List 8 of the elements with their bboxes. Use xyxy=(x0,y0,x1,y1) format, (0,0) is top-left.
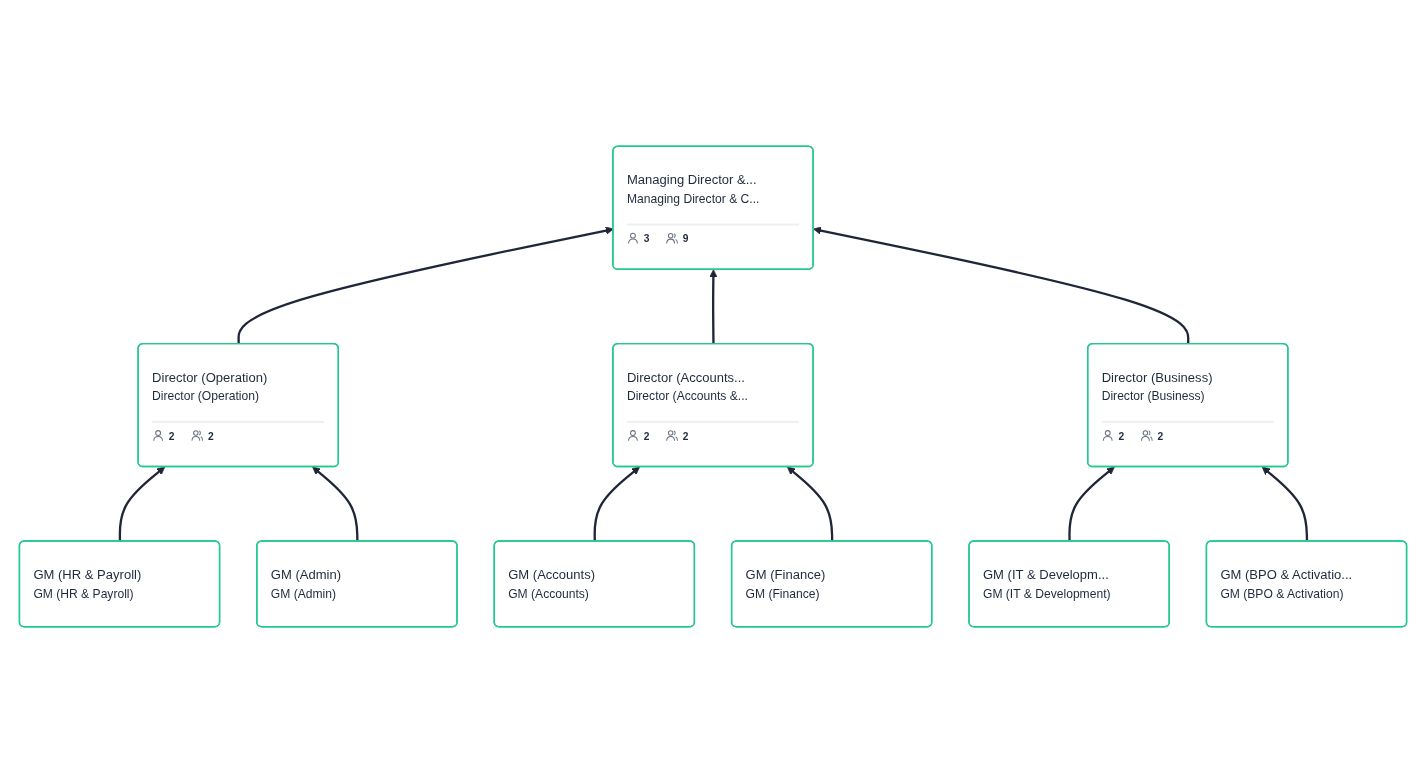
arrow xyxy=(813,226,1190,344)
arrow xyxy=(787,466,834,542)
arrow xyxy=(709,268,718,344)
arrow xyxy=(1068,466,1115,542)
arrow xyxy=(1261,466,1309,542)
arrow xyxy=(312,466,359,542)
arrow xyxy=(593,466,640,542)
arrow xyxy=(118,466,166,542)
